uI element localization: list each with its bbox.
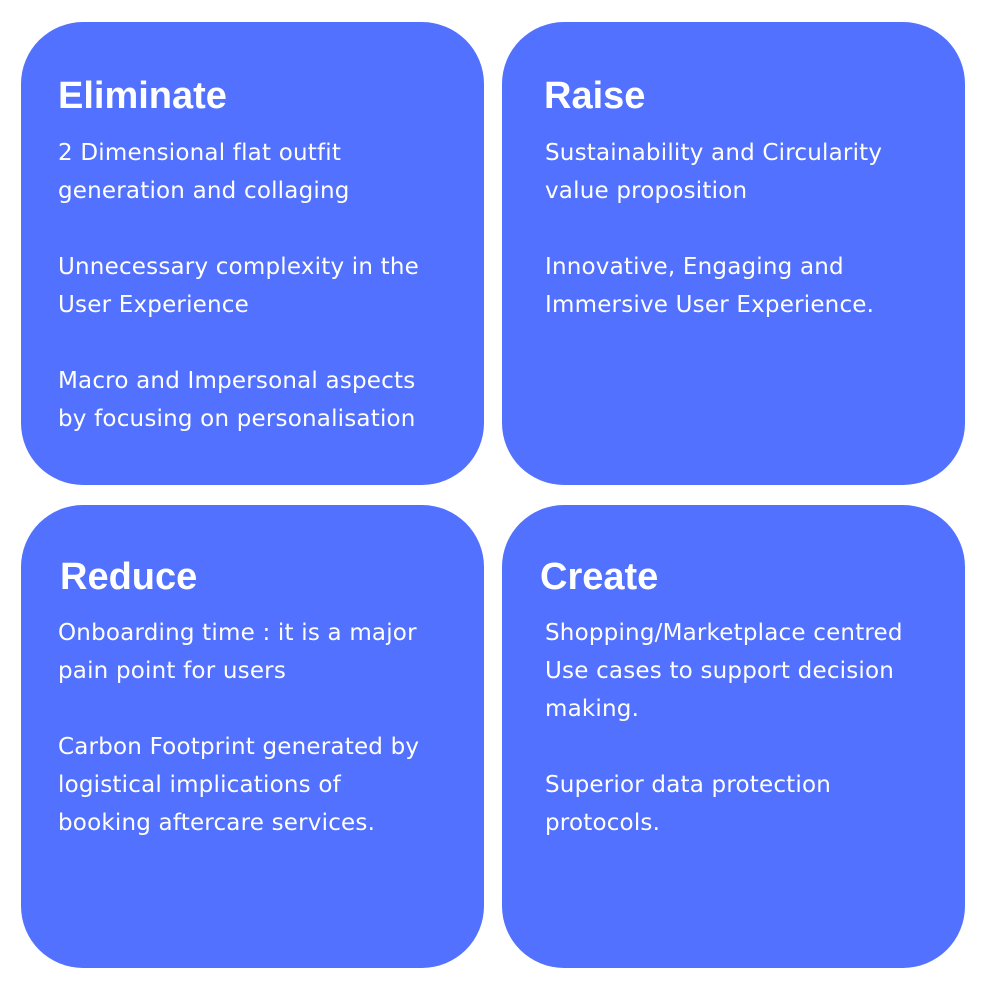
text-line: value proposition (545, 178, 748, 204)
card-title: Raise (544, 75, 646, 117)
card-paragraph: Unnecessary complexity in the User Exper… (58, 248, 468, 324)
card-create: Create Shopping/Marketplace centred Use … (502, 505, 965, 968)
card-body: Shopping/Marketplace centred Use cases t… (545, 614, 949, 842)
text-line: logistical implications of (58, 772, 341, 798)
text-line: Superior data protection (545, 772, 832, 798)
text-line: making. (545, 696, 640, 722)
card-reduce: Reduce Onboarding time : it is a major p… (21, 505, 484, 968)
card-paragraph: Macro and Impersonal aspects by focusing… (58, 362, 468, 438)
text-line: Innovative, Engaging and (545, 254, 844, 280)
text-line: Shopping/Marketplace centred (545, 620, 903, 646)
card-raise: Raise Sustainability and Circularity val… (502, 22, 965, 485)
card-body: Sustainability and Circularity value pro… (545, 134, 949, 324)
text-line: Carbon Footprint generated by (58, 734, 420, 760)
card-title: Create (540, 556, 659, 598)
card-title: Reduce (60, 556, 198, 598)
text-line: 2 Dimensional flat outfit (58, 140, 342, 166)
text-line: generation and collaging (58, 178, 350, 204)
card-paragraph: Superior data protection protocols. (545, 766, 949, 842)
card-eliminate: Eliminate 2 Dimensional flat outfit gene… (21, 22, 484, 485)
text-line: pain point for users (58, 658, 287, 684)
card-paragraph: Sustainability and Circularity value pro… (545, 134, 949, 210)
text-line: Onboarding time : it is a major (58, 620, 417, 646)
text-line: Immersive User Experience. (545, 292, 875, 318)
card-paragraph: 2 Dimensional flat outfit generation and… (58, 134, 468, 210)
text-line: booking aftercare services. (58, 810, 376, 836)
card-paragraph: Innovative, Engaging and Immersive User … (545, 248, 949, 324)
card-body: 2 Dimensional flat outfit generation and… (58, 134, 468, 438)
text-line: Unnecessary complexity in the (58, 254, 419, 280)
text-line: protocols. (545, 810, 661, 836)
text-line: by focusing on personalisation (58, 406, 416, 432)
text-line: Use cases to support decision (545, 658, 895, 684)
card-body: Onboarding time : it is a major pain poi… (58, 614, 468, 842)
text-line: Macro and Impersonal aspects (58, 368, 416, 394)
text-line: User Experience (58, 292, 249, 318)
card-paragraph: Carbon Footprint generated by logistical… (58, 728, 468, 842)
card-title: Eliminate (58, 75, 227, 117)
card-paragraph: Shopping/Marketplace centred Use cases t… (545, 614, 949, 728)
card-paragraph: Onboarding time : it is a major pain poi… (58, 614, 468, 690)
text-line: Sustainability and Circularity (545, 140, 883, 166)
